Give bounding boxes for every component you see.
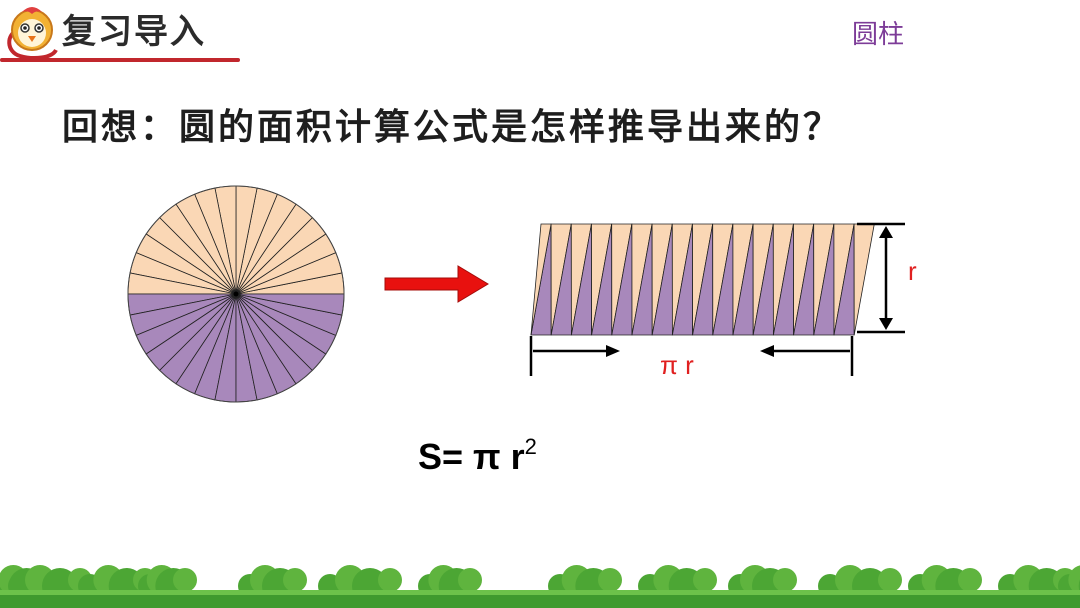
circle-outline [127, 185, 345, 403]
sectored-circle [127, 185, 345, 403]
bush [283, 568, 307, 592]
length-label: π r [660, 350, 694, 380]
bush [378, 568, 402, 592]
circle-center [233, 291, 239, 297]
radius-label: r [908, 256, 917, 286]
bush [878, 568, 902, 592]
bush [173, 568, 197, 592]
red-arrow [384, 265, 489, 303]
header-underline [0, 58, 240, 62]
bush [773, 568, 797, 592]
rect-edge-left [530, 223, 552, 336]
bush [958, 568, 982, 592]
length-dimension [529, 336, 854, 376]
section-title: 复习导入 [62, 12, 206, 52]
topic-label: 圆柱 [852, 20, 905, 50]
bush [458, 568, 482, 592]
question-text: 回想：圆的面积计算公式是怎样推导出来的？ [62, 107, 843, 148]
mascot-icon [7, 7, 58, 60]
area-formula: S= π r2 [418, 434, 537, 478]
rearranged-rectangle [530, 223, 875, 336]
height-dimension [857, 222, 905, 334]
bush [598, 568, 622, 592]
formula-exponent: 2 [524, 434, 537, 459]
grass-highlight [0, 590, 1080, 595]
bush [693, 568, 717, 592]
grass-strip [0, 593, 1080, 608]
bush [1068, 565, 1080, 595]
formula-main: S= π r [418, 436, 525, 477]
